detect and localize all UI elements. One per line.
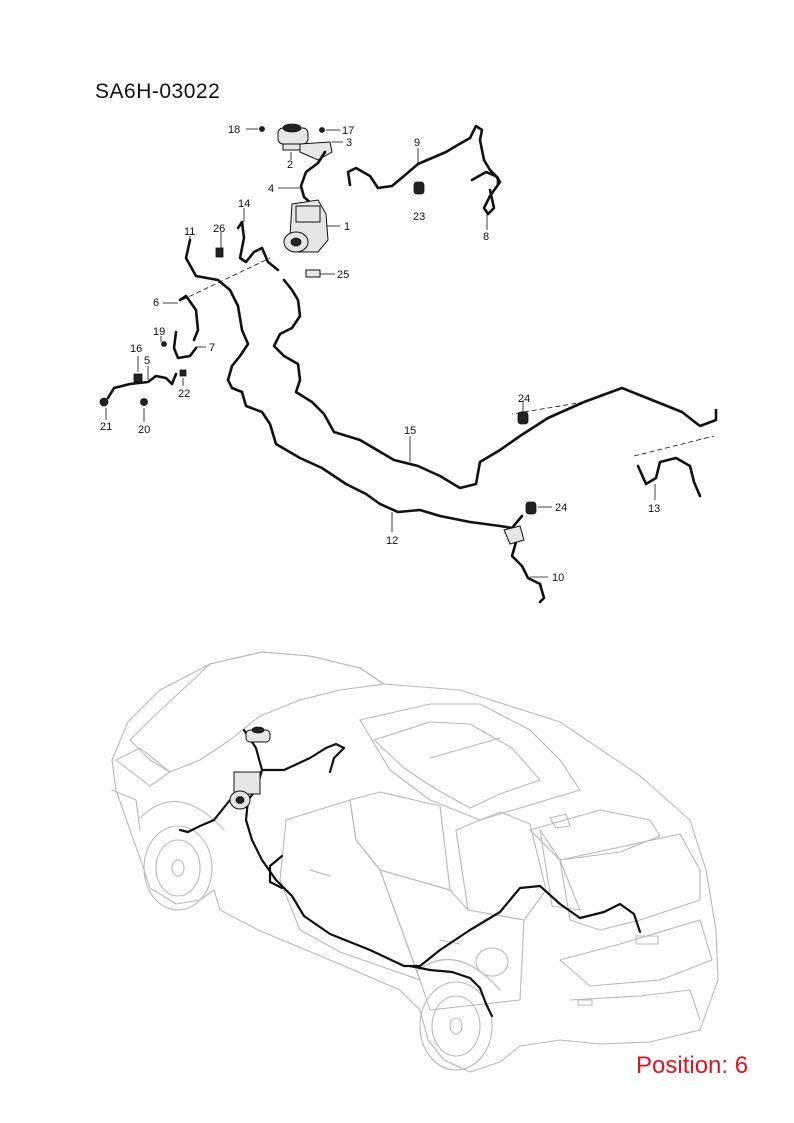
- callout-21: 21: [100, 421, 112, 433]
- brake-pipe-14: [236, 220, 280, 272]
- callout-10: 10: [552, 572, 564, 584]
- callout-1: 1: [344, 221, 350, 233]
- nut-21: [99, 397, 109, 407]
- clip-26: [215, 247, 224, 258]
- diagram-code: SA6H-03022: [95, 80, 221, 103]
- grommet-24-upper: [517, 411, 529, 425]
- callout-23: 23: [413, 211, 425, 223]
- brake-pipe-5: [106, 372, 178, 400]
- vehicle-brake-line-front-right: [260, 742, 346, 774]
- callout-22: 22: [178, 388, 190, 400]
- callout-17: 17: [342, 125, 354, 137]
- clip-19: [161, 341, 167, 347]
- position-label: Position: 6: [636, 1052, 749, 1079]
- exploded-view: 1 2 3 4 5 6 7 8 9 10 11 12 13 14 15 16 1…: [99, 123, 718, 604]
- brake-fluid-reservoir: [277, 123, 309, 160]
- vehicle-brake-line-main: [242, 728, 642, 968]
- brake-pipe-7: [172, 330, 198, 360]
- brake-pipe-9: [346, 124, 500, 190]
- clip-25: [305, 269, 321, 278]
- vehicle-brake-line-loop: [268, 854, 284, 890]
- callout-6: 6: [153, 297, 159, 309]
- callout-5: 5: [144, 355, 150, 367]
- callout-8: 8: [483, 231, 489, 243]
- abs-modulator: [283, 199, 340, 253]
- callout-14: 14: [238, 198, 250, 210]
- nut-20: [140, 398, 148, 406]
- clip-22: [179, 369, 187, 377]
- callout-12: 12: [386, 535, 398, 547]
- callout-20: 20: [138, 424, 150, 436]
- callout-24-lower: 24: [555, 502, 567, 514]
- brake-hose-8: [470, 170, 502, 216]
- clip-16: [133, 373, 143, 383]
- callout-2: 2: [287, 159, 293, 171]
- bracket-3: [299, 141, 333, 161]
- callout-13: 13: [648, 503, 660, 515]
- vehicle-abs-unit: [229, 726, 271, 810]
- brake-pipe-11: [184, 238, 250, 394]
- callout-16: 16: [130, 343, 142, 355]
- callout-18: 18: [228, 124, 240, 136]
- grommet-24-lower: [525, 501, 537, 515]
- callout-15: 15: [404, 425, 416, 437]
- callout-24-upper: 24: [518, 393, 530, 405]
- callout-11: 11: [184, 226, 195, 238]
- brake-pipe-15: [272, 278, 718, 490]
- brake-pipe-12: [240, 390, 524, 530]
- callout-3: 3: [346, 137, 352, 149]
- grommet-23: [413, 181, 425, 195]
- callout-7: 7: [209, 342, 215, 354]
- callout-19: 19: [153, 326, 165, 338]
- callout-26: 26: [213, 223, 225, 235]
- brake-hose-10: [506, 532, 546, 604]
- brake-hose-13: [636, 456, 702, 498]
- brake-pipe-6: [178, 294, 200, 342]
- vehicle-brake-line-rear-left: [408, 964, 494, 1018]
- brake-pipe-4: [299, 150, 327, 208]
- callout-25: 25: [337, 269, 349, 281]
- vehicle-location-view: [111, 651, 719, 1073]
- bolt-17: [319, 127, 325, 133]
- callout-4: 4: [268, 183, 274, 195]
- callout-9: 9: [414, 137, 420, 149]
- bolt-18: [259, 126, 265, 132]
